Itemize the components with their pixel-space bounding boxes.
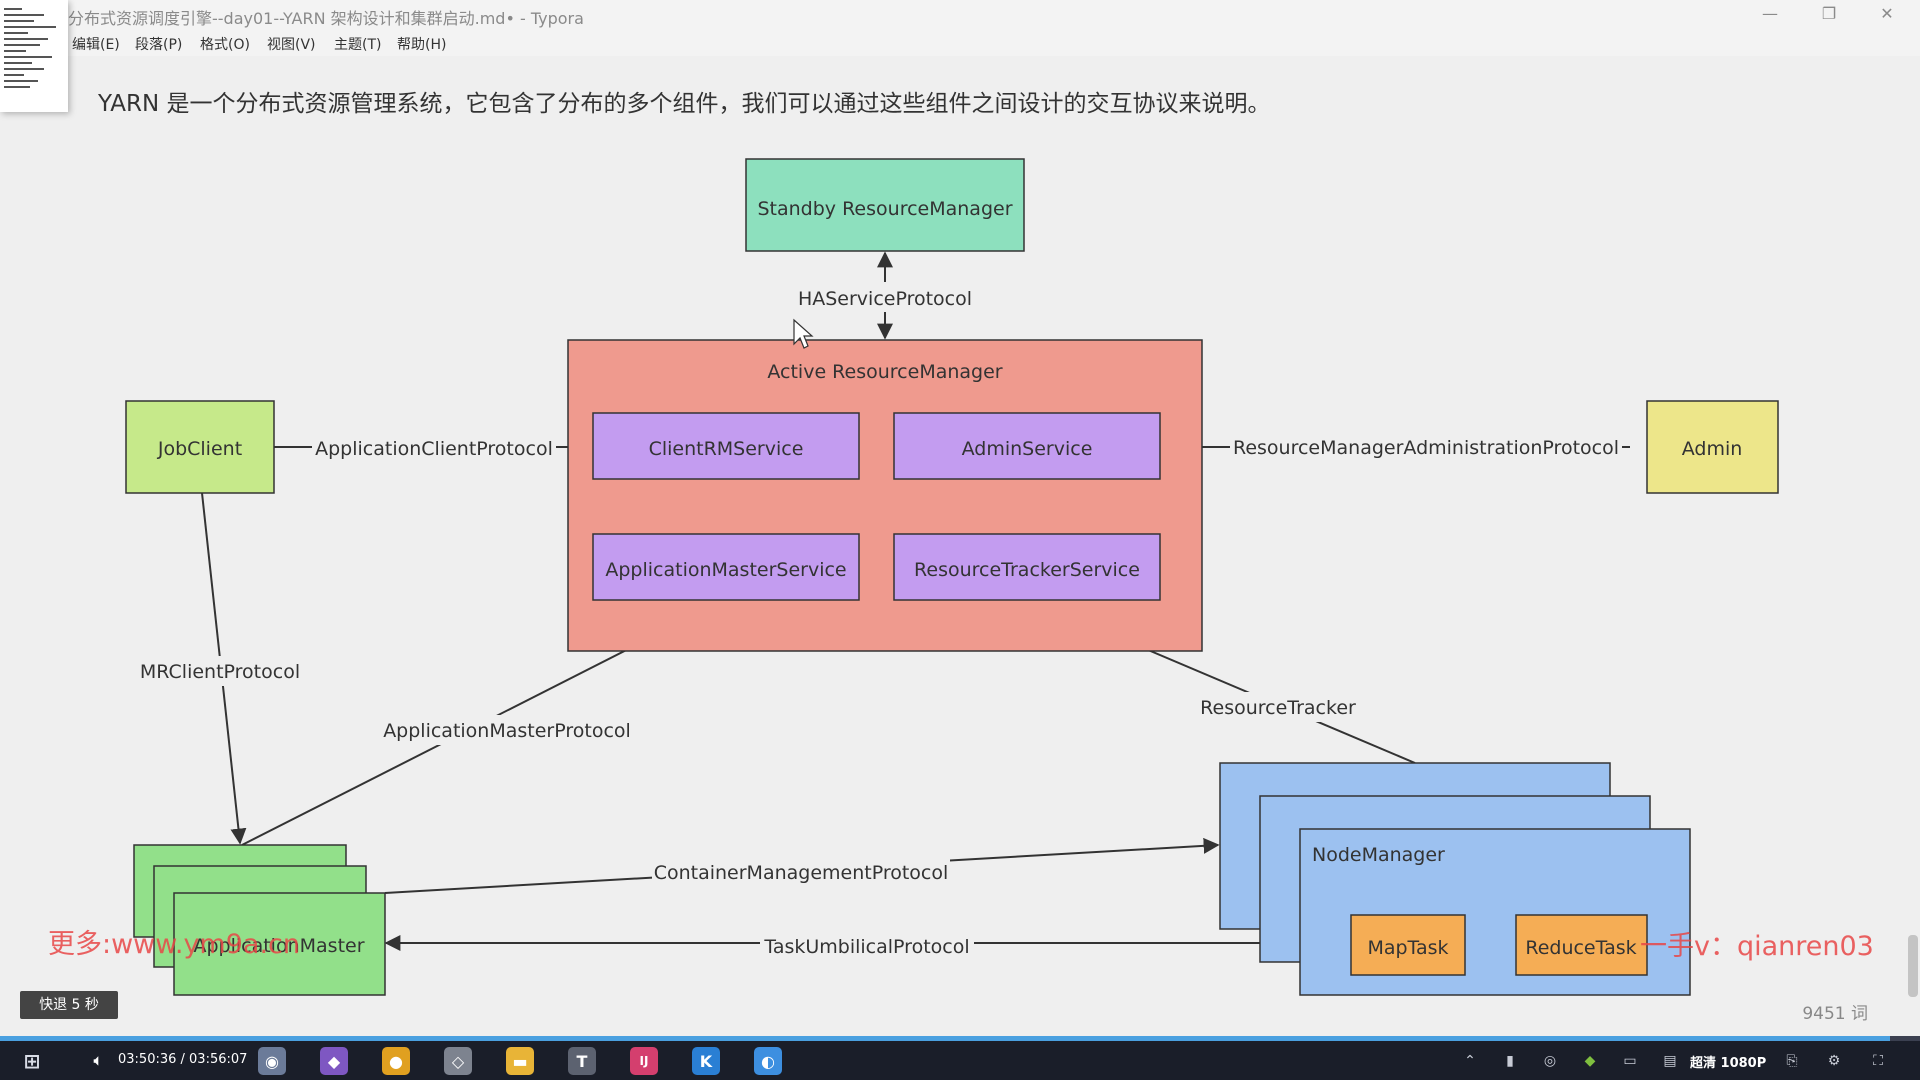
admin-service-label: AdminService xyxy=(962,438,1093,460)
app-master-box xyxy=(173,892,386,996)
watermark-right: 一手v：qianren03 xyxy=(1640,931,1874,962)
edge-label-resource-tracker: ResourceTracker xyxy=(1200,697,1356,719)
quality-selector[interactable]: 超清 1080P xyxy=(1690,1056,1767,1071)
document-paragraph: YARN 是一个分布式资源管理系统，它包含了分布的多个组件，我们可以通过这些组件… xyxy=(98,91,1271,117)
video-player-icon[interactable]: ◐ xyxy=(754,1047,782,1075)
video-time: 03:50:36 / 03:56:07 xyxy=(118,1052,248,1067)
standby-rm-box xyxy=(745,158,1025,252)
edge-label-container-mgmt: ContainerManagementProtocol xyxy=(654,862,949,884)
menu-paragraph[interactable]: 段落(P) xyxy=(135,37,183,53)
node-manager-label: NodeManager xyxy=(1312,844,1445,866)
close-button[interactable]: ✕ xyxy=(1880,4,1894,23)
windows-start-icon[interactable]: ⊞ xyxy=(23,1049,41,1073)
screenshot-icon[interactable]: ⎘ xyxy=(1786,1053,1798,1069)
fullscreen-icon[interactable]: ⛶ xyxy=(1873,1053,1883,1069)
edge-label-mrclient: MRClientProtocol xyxy=(140,661,300,683)
edge-label-am: ApplicationMasterProtocol xyxy=(383,720,631,742)
word-count[interactable]: 9451 词 xyxy=(1802,1004,1868,1024)
document-thumbnail[interactable] xyxy=(0,0,68,112)
map-task-label: MapTask xyxy=(1367,937,1448,959)
client-rm-service-box xyxy=(592,412,860,480)
admin-box xyxy=(1646,400,1779,494)
scrollbar-thumb[interactable] xyxy=(1908,935,1918,997)
menu-help[interactable]: 帮助(H) xyxy=(397,37,447,53)
tray-chevron-icon[interactable]: ⌃ xyxy=(1464,1053,1476,1069)
paint-icon[interactable]: ◉ xyxy=(258,1047,286,1075)
admin-service-box xyxy=(893,412,1161,480)
job-client-label: JobClient xyxy=(157,438,242,460)
unity-icon[interactable]: ◇ xyxy=(444,1047,472,1075)
app-master-label: ApplicationMaster xyxy=(193,935,364,957)
chrome-icon[interactable]: ● xyxy=(382,1047,410,1075)
menu-theme[interactable]: 主题(T) xyxy=(334,37,382,53)
video-progress-fill xyxy=(0,1036,1891,1041)
menu-bar: 编辑(E) 段落(P) 格式(O) 视图(V) 主题(T) 帮助(H) xyxy=(0,28,1920,56)
seek-toast: 快退 5 秒 xyxy=(20,991,118,1019)
window-title: 分布式资源调度引擎--day01--YARN 架构设计和集群启动.md• - T… xyxy=(68,9,584,28)
title-bar: 分布式资源调度引擎--day01--YARN 架构设计和集群启动.md• - T… xyxy=(0,0,1920,28)
active-rm-label: Active ResourceManager xyxy=(767,361,1002,383)
edge-label-rm-admin: ResourceManagerAdministrationProtocol xyxy=(1233,437,1619,459)
reduce-task-box xyxy=(1515,914,1648,976)
keyboard-icon[interactable]: ▤ xyxy=(1663,1053,1677,1069)
menu-view[interactable]: 视图(V) xyxy=(267,37,316,53)
app-master-service-label: ApplicationMasterService xyxy=(605,559,846,581)
map-task-box xyxy=(1350,914,1466,976)
mouse-cursor-icon xyxy=(793,318,814,349)
menu-edit[interactable]: 编辑(E) xyxy=(72,37,120,53)
network-icon[interactable]: ▭ xyxy=(1623,1053,1637,1069)
kugou-icon[interactable]: K xyxy=(692,1047,720,1075)
watermark-left: 更多:www.ym9a.cn xyxy=(48,929,300,960)
file-explorer-icon[interactable]: ▬ xyxy=(506,1047,534,1075)
menu-format[interactable]: 格式(O) xyxy=(200,37,250,53)
volume-icon[interactable]: 🔈︎ xyxy=(93,1053,103,1069)
intellij-icon[interactable]: IJ xyxy=(630,1047,658,1075)
yarn-architecture-diagram: HAServiceProtocol ApplicationClientProto… xyxy=(125,158,1779,996)
admin-label: Admin xyxy=(1682,438,1743,460)
kugou-tray-icon[interactable]: ◎ xyxy=(1543,1053,1557,1069)
active-rm-box xyxy=(567,339,1203,652)
resource-tracker-service-box xyxy=(893,533,1161,601)
app-master-service-box xyxy=(592,533,860,601)
reduce-task-label: ReduceTask xyxy=(1525,937,1636,959)
visual-studio-icon[interactable]: ◆ xyxy=(320,1047,348,1075)
restore-button[interactable]: ❐ xyxy=(1821,4,1837,23)
edge-label-client: ApplicationClientProtocol xyxy=(315,438,553,460)
edge-label-ha: HAServiceProtocol xyxy=(798,288,972,310)
settings-gear-icon[interactable]: ⚙ xyxy=(1827,1053,1841,1069)
video-progress-bar[interactable] xyxy=(0,1036,1920,1041)
edge-label-task-umbilical: TaskUmbilicalProtocol xyxy=(763,936,969,958)
microphone-icon[interactable]: ▮ xyxy=(1506,1053,1514,1069)
minimize-button[interactable]: — xyxy=(1762,4,1778,23)
typora-icon[interactable]: T xyxy=(568,1047,596,1075)
job-client-box xyxy=(125,400,275,494)
security-tray-icon[interactable]: ◆ xyxy=(1584,1053,1596,1069)
standby-rm-label: Standby ResourceManager xyxy=(757,198,1012,220)
client-rm-service-label: ClientRMService xyxy=(649,438,804,460)
resource-tracker-service-label: ResourceTrackerService xyxy=(914,559,1140,581)
